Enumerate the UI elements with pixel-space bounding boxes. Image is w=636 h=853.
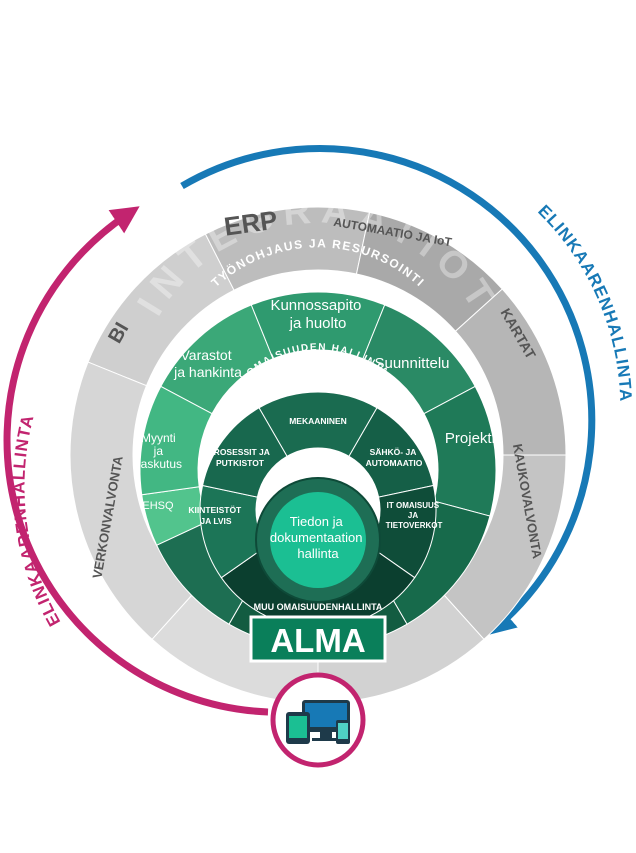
label-mekaaninen: MEKAANINEN (289, 416, 347, 426)
alma-badge (249, 615, 387, 663)
core-label: Tiedon ja dokumentaation hallinta (270, 514, 366, 561)
label-kunnossapito: Kunnossapito ja huolto (270, 297, 365, 332)
lifecycle-arc-left (3, 206, 269, 716)
project-bank-label: PROJEKTIPANKKI (277, 455, 360, 479)
asset-seg-prosessit (201, 407, 288, 498)
label-ehsq: EHSQ (142, 500, 174, 512)
alma-label: ALMA (270, 622, 365, 659)
label-myynti: Myynti ja laskutus (138, 431, 182, 471)
lifecycle-arc-right (180, 145, 596, 636)
label-suunnittelu: Suunnittelu (374, 355, 449, 372)
grey-seg-verkonvalvonta (69, 361, 195, 641)
label-it: IT OMAISUUS JA TIETOVERKOT (386, 501, 443, 530)
devices-icon (270, 672, 366, 768)
label-varastot: Varastot ja hankinta (173, 347, 242, 380)
label-sahko: SÄHKÖ- JA AUTOMAATIO (366, 447, 423, 468)
label-projektit: Projektit (445, 430, 500, 447)
integration-ring (69, 206, 567, 704)
label-muu: MUU OMAISUUDENHALLINTA (254, 602, 383, 612)
label-prosessit: PROSESSIT JA PUTKISTOT (208, 447, 272, 468)
core-circle (270, 492, 366, 588)
work-seg-myynti (139, 385, 213, 496)
segment-erp: ERP (222, 205, 279, 242)
label-kiinteistot: KIINTEISTÖT JA LVIS (188, 505, 243, 526)
